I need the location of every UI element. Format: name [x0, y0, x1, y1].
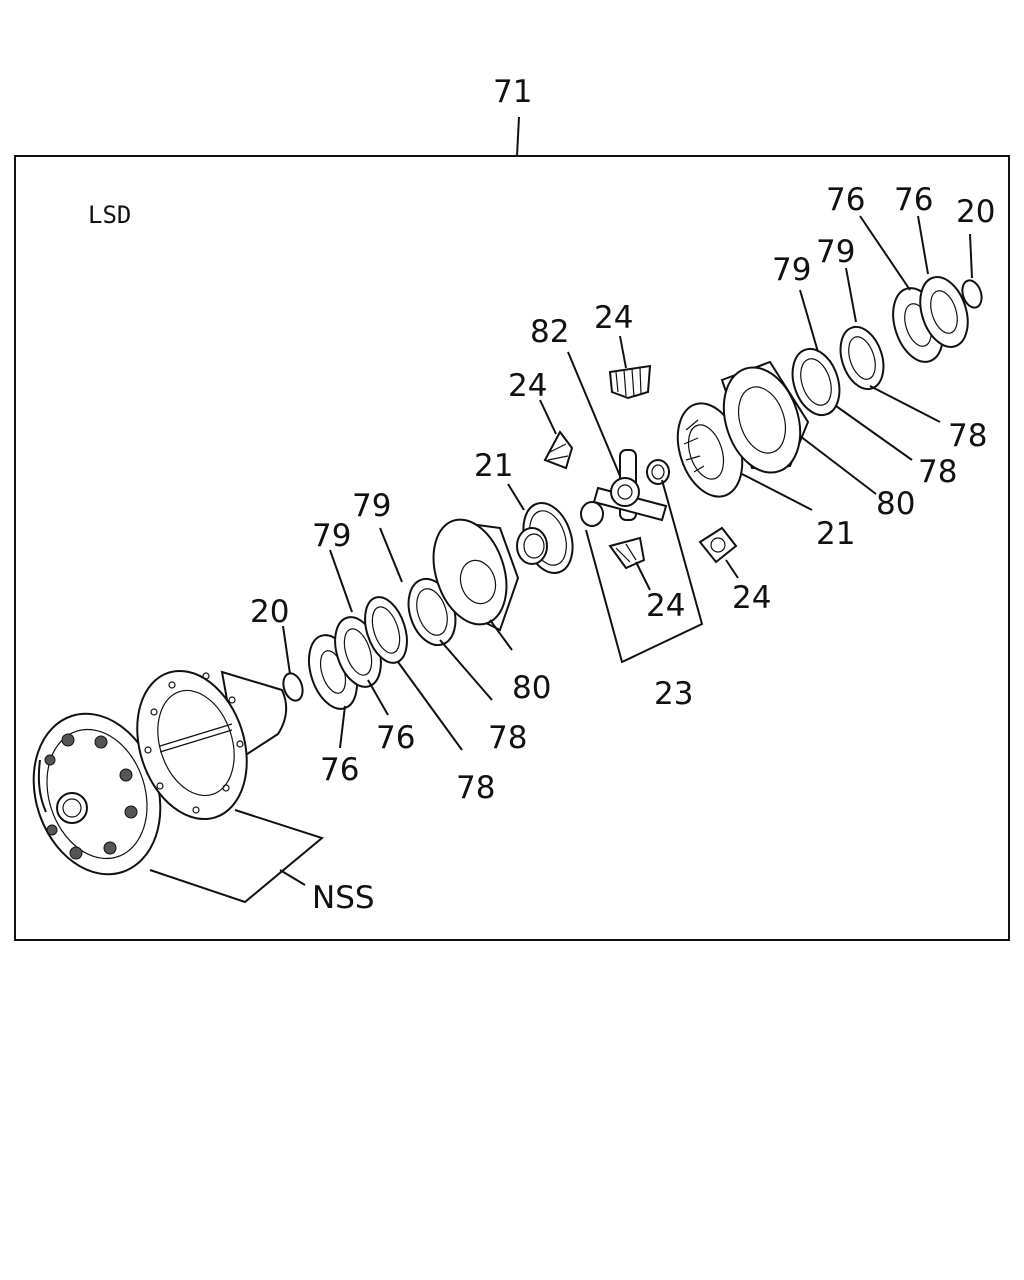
label-24-b: 24 — [594, 300, 633, 336]
label-78-left-a: 78 — [456, 770, 495, 806]
side-gear-left-part — [516, 502, 574, 574]
clutch-plate-right-2-part — [839, 325, 885, 391]
case-flange-part — [136, 669, 288, 821]
label-24-d: 24 — [732, 580, 771, 616]
label-79-left-a: 79 — [312, 518, 351, 554]
label-20-left: 20 — [250, 594, 289, 630]
pinion-gear-1-part — [608, 364, 652, 400]
pinion-set-bracket — [585, 479, 704, 664]
label-78-left-b: 78 — [488, 720, 527, 756]
label-76-left-a: 76 — [320, 752, 359, 788]
case-cover-part — [32, 712, 162, 876]
label-78-right-b: 78 — [948, 418, 987, 454]
pinion-gear-4-part — [698, 526, 738, 564]
assembly-leader — [516, 116, 520, 157]
label-80-right: 80 — [876, 486, 915, 522]
assembly-frame — [14, 155, 1010, 941]
label-nss: NSS — [312, 880, 375, 916]
label-82: 82 — [530, 314, 569, 350]
label-78-right-a: 78 — [918, 454, 957, 490]
label-80-left: 80 — [512, 670, 551, 706]
pinion-gear-3-part — [608, 536, 646, 570]
label-21-right: 21 — [816, 516, 855, 552]
label-21-left: 21 — [474, 448, 513, 484]
clutch-plate-left-1-part — [364, 596, 408, 664]
label-79-left-b: 79 — [352, 488, 391, 524]
clutch-plate-right-1-part — [791, 347, 841, 417]
pressure-ring-left-part — [432, 518, 520, 632]
label-79-right-b: 79 — [816, 234, 855, 270]
label-23: 23 — [654, 676, 693, 712]
thrust-washer-right-part — [961, 279, 983, 309]
nss-leader — [149, 809, 325, 904]
label-76-right-b: 76 — [894, 182, 933, 218]
leader-lines — [282, 215, 973, 751]
thrust-washer-left-part — [282, 672, 304, 702]
pinion-thrust-washer-part — [580, 459, 670, 527]
label-76-left-b: 76 — [376, 720, 415, 756]
label-79-right-a: 79 — [772, 252, 811, 288]
clutch-disc-right-2-part — [919, 276, 969, 348]
label-24-a: 24 — [508, 368, 547, 404]
variant-label: LSD — [88, 201, 131, 229]
pressure-ring-right-part — [720, 360, 810, 474]
label-20-right: 20 — [956, 194, 995, 230]
pinion-gear-2-part — [543, 430, 574, 470]
label-76-right-a: 76 — [826, 182, 865, 218]
pinion-shaft-part — [592, 449, 668, 522]
label-24-c: 24 — [646, 588, 685, 624]
assembly-number: 71 — [493, 74, 532, 110]
